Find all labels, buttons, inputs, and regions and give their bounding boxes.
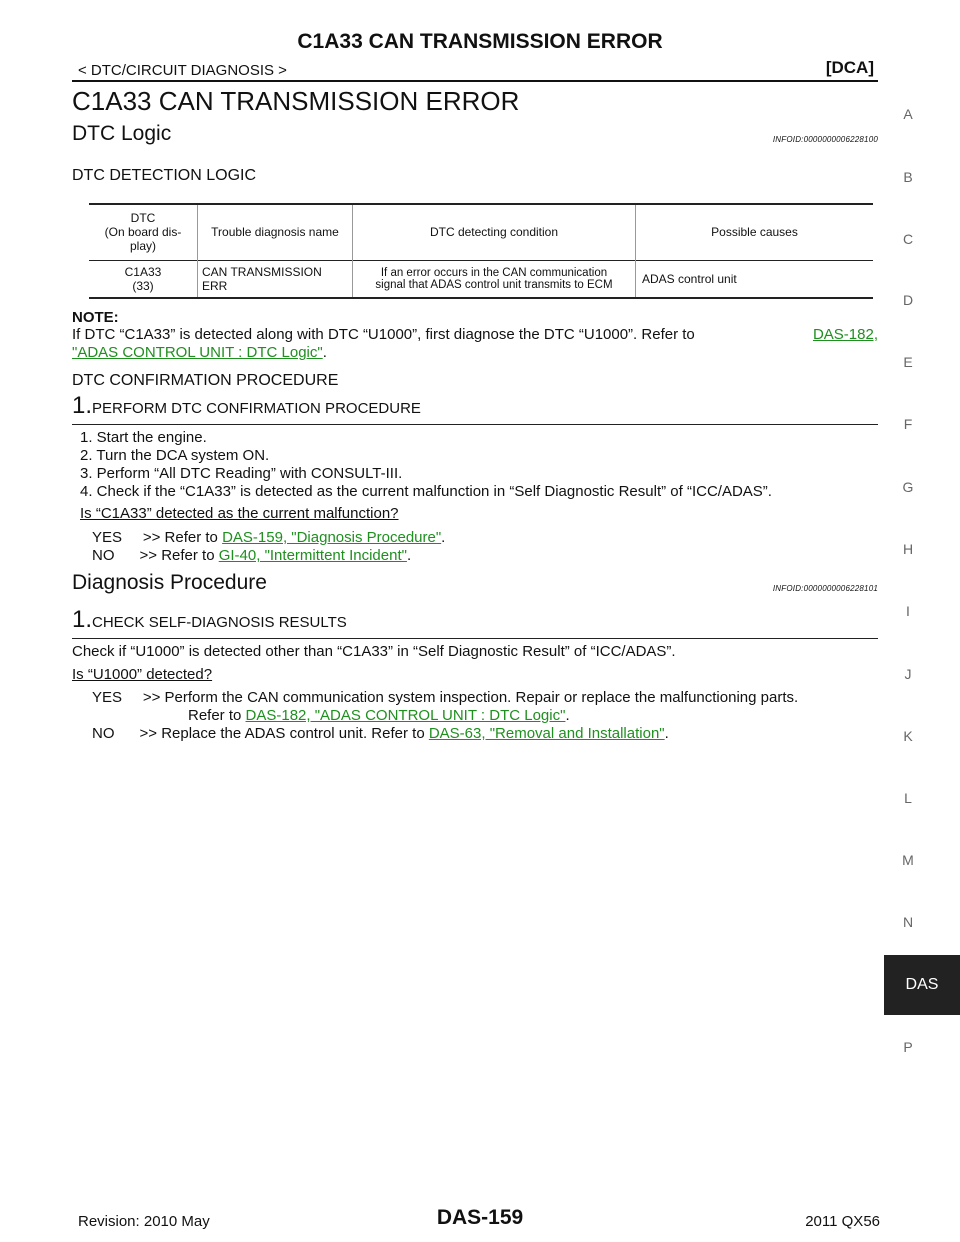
dtc-table: DTC (On board dis- play) Trouble diagnos… (89, 203, 873, 299)
side-index-m: M (902, 852, 914, 868)
note-text-line2: "ADAS CONTROL UNIT : DTC Logic". (72, 344, 327, 361)
side-index-k: K (903, 728, 913, 744)
diagnosis-text: Check if “U1000” is detected other than … (72, 643, 676, 660)
diagnosis-step-number: 1. (72, 606, 93, 633)
side-index-h: H (902, 541, 914, 557)
side-index-n: N (902, 914, 914, 930)
diagnosis-step-heading: 1.CHECK SELF-DIAGNOSIS RESULTS (72, 606, 347, 634)
running-title: C1A33 CAN TRANSMISSION ERROR (297, 30, 663, 53)
step-number: 1. (72, 392, 93, 419)
side-index-f: F (903, 416, 913, 432)
side-index-l: L (904, 790, 912, 806)
step-heading: 1.PERFORM DTC CONFIRMATION PROCEDURE (72, 392, 421, 420)
step-title: PERFORM DTC CONFIRMATION PROCEDURE (92, 400, 421, 417)
procedure-step-4: 4. Check if the “C1A33” is detected as t… (80, 483, 772, 500)
table-header-row: DTC (On board dis- play) Trouble diagnos… (89, 204, 873, 260)
dtc-confirmation-heading: DTC CONFIRMATION PROCEDURE (72, 372, 339, 389)
side-index-i: I (906, 603, 910, 619)
confirm-question: Is “C1A33” detected as the current malfu… (80, 505, 399, 522)
confirm-no: NO >> Refer to GI-40, "Intermittent Inci… (92, 547, 412, 564)
procedure-step-2: 2. Turn the DCA system ON. (80, 447, 270, 464)
side-index-a: A (903, 106, 913, 122)
side-index-g: G (902, 479, 914, 495)
diagnosis-yes-refer: Refer to DAS-182, "ADAS CONTROL UNIT : D… (188, 707, 570, 724)
diagnosis-no: NO >> Replace the ADAS control unit. Ref… (92, 725, 669, 742)
cell-condition: If an error occurs in the CAN communicat… (352, 260, 636, 298)
diagnosis-question: Is “U1000” detected? (72, 666, 213, 683)
dtc-logic-infoid: INFOID:0000000006228100 (772, 135, 878, 144)
section-tab-das[interactable]: DAS (884, 955, 960, 1015)
note-body: If DTC “C1A33” is detected along with DT… (72, 326, 695, 343)
header-rule (72, 80, 878, 82)
link-das63-removal[interactable]: DAS-63, "Removal and Installation" (428, 725, 665, 742)
side-index-d: D (902, 292, 914, 308)
link-das182-adas-dtc-logic[interactable]: DAS-182, "ADAS CONTROL UNIT : DTC Logic" (245, 707, 566, 724)
section-breadcrumb: < DTC/CIRCUIT DIAGNOSIS > (78, 62, 287, 79)
col-possible-causes: Possible causes (711, 225, 798, 240)
note-link-das182[interactable]: DAS-182, (812, 326, 878, 343)
cell-trouble-name: CAN TRANSMISSION ERR (197, 260, 353, 298)
confirm-yes: YES >> Refer to DAS-159, "Diagnosis Proc… (92, 529, 446, 546)
col-dtc: DTC (On board dis- play) (89, 204, 198, 260)
link-gi40-intermittent[interactable]: GI-40, "Intermittent Incident" (218, 547, 407, 564)
side-index-b: B (903, 169, 913, 185)
step-rule (72, 424, 878, 425)
side-index-e: E (903, 354, 913, 370)
cell-causes: ADAS control unit (642, 271, 737, 286)
dtc-logic-heading: DTC Logic (72, 122, 172, 145)
footer-model: 2011 QX56 (805, 1213, 880, 1230)
note-label: NOTE: (72, 309, 119, 326)
procedure-step-1: 1. Start the engine. (80, 429, 207, 446)
procedure-step-3: 3. Perform “All DTC Reading” with CONSUL… (80, 465, 403, 482)
col-detecting-condition: DTC detecting condition (352, 204, 636, 260)
page-title: C1A33 CAN TRANSMISSION ERROR (72, 86, 520, 116)
note-link-adas-dtc-logic[interactable]: "ADAS CONTROL UNIT : DTC Logic" (72, 344, 323, 361)
link-das159-diagnosis[interactable]: DAS-159, "Diagnosis Procedure" (222, 529, 442, 546)
side-index-j: J (904, 666, 912, 682)
diagnosis-infoid: INFOID:0000000006228101 (772, 584, 878, 593)
side-index-p: P (903, 1039, 913, 1055)
diagnosis-step-title: CHECK SELF-DIAGNOSIS RESULTS (92, 614, 347, 631)
system-tag: [DCA] (825, 58, 874, 77)
col-trouble-name: Trouble diagnosis name (197, 204, 353, 260)
note-text: If DTC “C1A33” is detected along with DT… (72, 326, 878, 343)
diagnosis-yes: YES >> Perform the CAN communication sys… (92, 689, 799, 706)
footer-revision: Revision: 2010 May (78, 1213, 210, 1230)
cell-dtc: C1A33 (33) (89, 260, 198, 298)
table-row: C1A33 (33) CAN TRANSMISSION ERR If an er… (89, 260, 873, 298)
page-number: DAS-159 (436, 1206, 524, 1229)
diagnosis-procedure-heading: Diagnosis Procedure (72, 571, 267, 594)
dtc-detection-logic-heading: DTC DETECTION LOGIC (72, 167, 257, 184)
diagnosis-step-rule (72, 638, 878, 639)
side-index-c: C (902, 231, 914, 247)
